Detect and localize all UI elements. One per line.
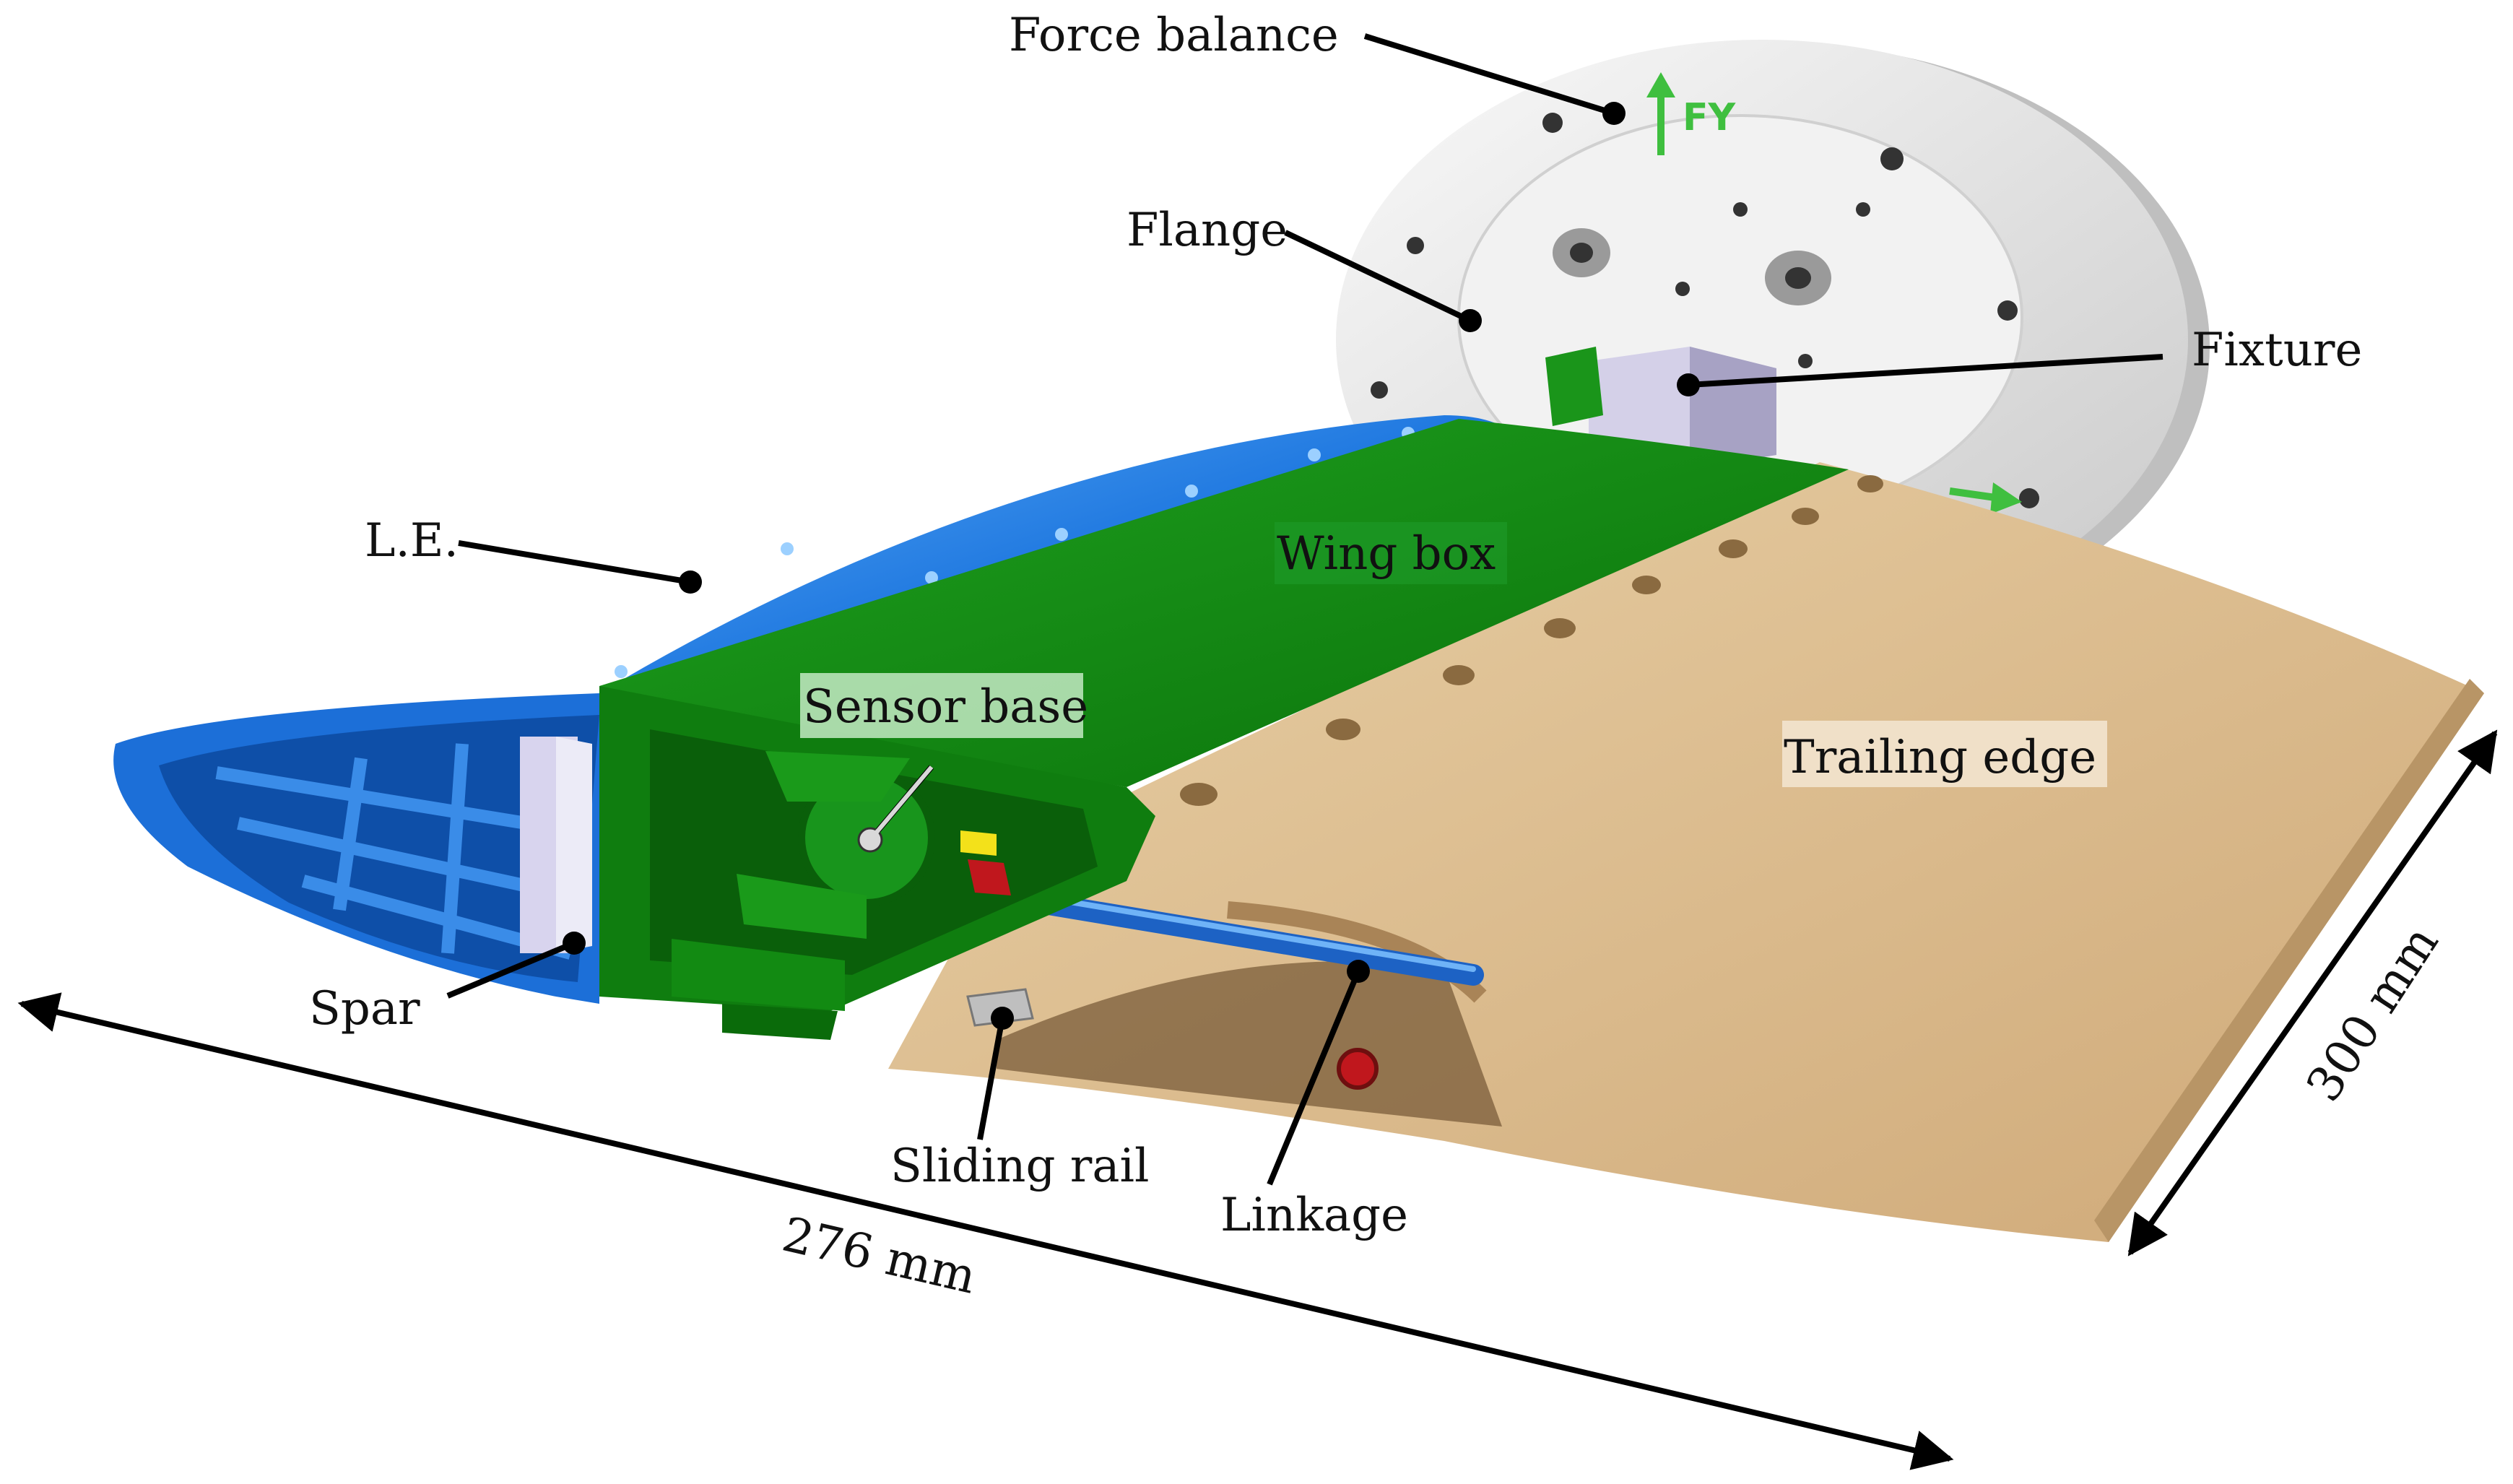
trailing-edge-label: Trailing edge	[1784, 731, 2096, 784]
sensor-base-leader	[868, 765, 934, 841]
linkage-label: Linkage	[1220, 1189, 1408, 1242]
fy-force-arrow: FY	[1646, 72, 1737, 155]
fixture-block	[1545, 347, 1776, 469]
chord-dimension-label: 300 mm	[2296, 916, 2449, 1111]
le-label: L.E.	[365, 514, 459, 568]
sensor-base-label-bg	[800, 673, 1083, 738]
force-balance-label: Force balance	[1009, 9, 1339, 62]
spar-label: Spar	[309, 982, 420, 1036]
chord-dimension-arrow	[2127, 729, 2498, 1257]
span-dimension-arrow	[17, 992, 1954, 1470]
sensor-base-label: Sensor base	[803, 680, 1088, 734]
spar-part	[520, 737, 592, 953]
trailing-edge-label-bg	[1782, 721, 2107, 787]
wing-box-label-bg	[1275, 522, 1507, 584]
fixture-label: Fixture	[2192, 324, 2362, 377]
fx-force-arrow	[1949, 482, 2022, 514]
fy-label: FY	[1683, 96, 1737, 139]
flange-label: Flange	[1127, 204, 1288, 257]
wing-box-label: Wing box	[1277, 527, 1496, 581]
sliding-rail-label: Sliding rail	[890, 1140, 1149, 1193]
